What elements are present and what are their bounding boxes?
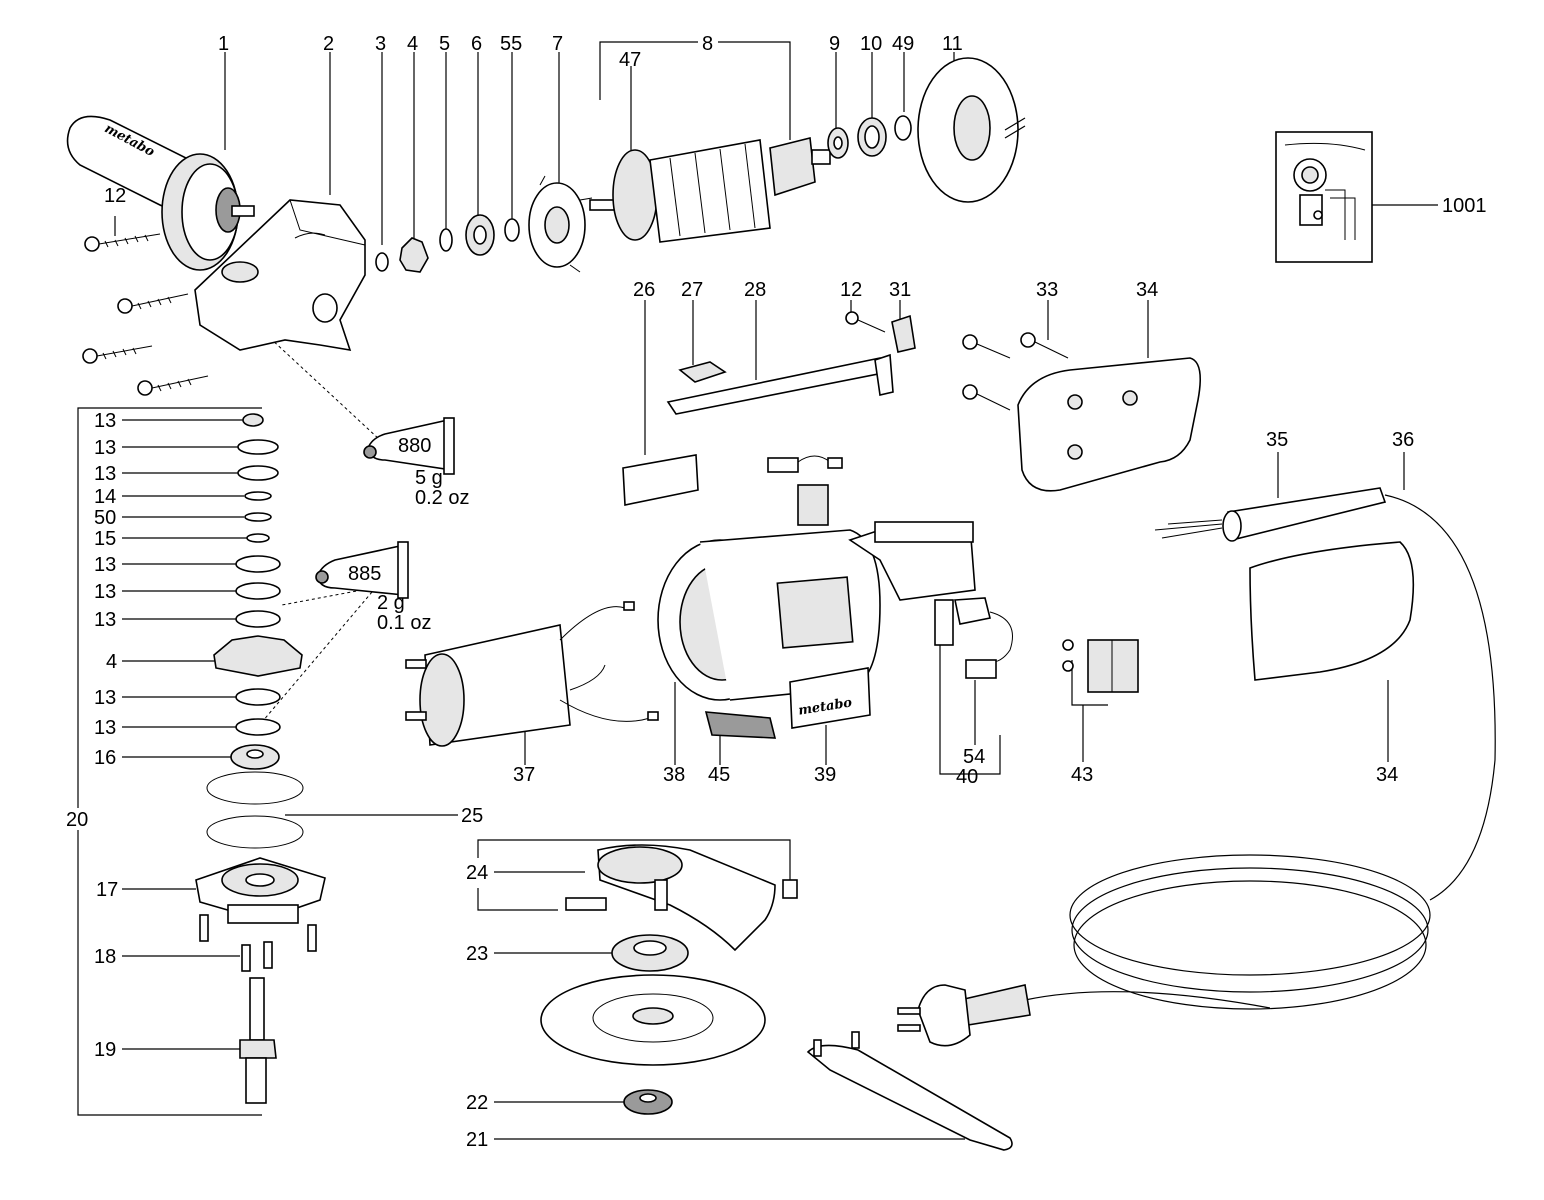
label-part-1001: 1001 [1442, 195, 1487, 217]
label-part-13-5: 13 [94, 581, 116, 603]
label-part-25: 25 [461, 805, 483, 827]
label-part-11: 11 [942, 33, 963, 55]
label-part-13-3: 13 [94, 463, 116, 485]
label-part-13-2: 13 [94, 437, 116, 459]
grease-tube-885: 885 2 g 0.1 oz [315, 541, 431, 634]
screw-and-clip-12-31 [845, 311, 916, 353]
switch-40-and-brush-54 [767, 455, 1013, 679]
label-part-4: 4 [407, 33, 418, 55]
label-part-13-1: 13 [94, 410, 116, 432]
switch-slider-27-28 [666, 353, 894, 415]
label-part-49: 49 [892, 33, 914, 55]
label-part-3: 3 [375, 33, 386, 55]
label-part-17: 17 [96, 879, 118, 901]
power-cable-36 [1024, 494, 1496, 1010]
label-part-4-lower: 4 [106, 651, 117, 673]
mains-plug [897, 984, 1031, 1047]
label-part-2: 2 [323, 33, 334, 55]
label-part-10: 10 [860, 33, 882, 55]
label-part-43: 43 [1071, 764, 1093, 786]
label-part-18: 18 [94, 946, 116, 968]
terminal-block-43 [1062, 639, 1139, 693]
label-part-40: 40 [956, 766, 978, 788]
label-part-7: 7 [552, 33, 563, 55]
gear-housing-part [194, 199, 366, 352]
label-part-36: 36 [1392, 429, 1414, 451]
screws-18 [199, 914, 317, 972]
switch-detail-inset [1275, 131, 1373, 263]
leader-lines [77, 41, 1438, 1140]
label-part-47: 47 [619, 49, 641, 71]
housing-screws [82, 233, 209, 396]
label-part-14: 14 [94, 486, 116, 508]
handle-cover-34-lower [1249, 541, 1415, 681]
part-labels: 1 2 3 4 5 6 55 7 8 9 10 49 11 47 1001 12… [66, 33, 1487, 1151]
label-part-24: 24 [466, 862, 488, 884]
grease-tube-880: 880 5 g 0.2 oz [363, 417, 469, 509]
armature-part [589, 137, 831, 243]
label-part-39: 39 [814, 764, 836, 786]
label-part-27: 27 [681, 279, 703, 301]
armature-bearing-parts [827, 115, 912, 159]
label-part-31: 31 [889, 279, 911, 301]
field-coil-37 [405, 601, 659, 747]
tube-880-weight-g: 5 g [415, 467, 443, 489]
cable-sleeve-35 [1154, 487, 1387, 542]
label-part-13-6: 13 [94, 609, 116, 631]
bearing-flange-17 [195, 857, 326, 924]
label-part-33: 33 [1036, 279, 1058, 301]
label-part-23: 23 [466, 943, 488, 965]
label-part-37: 37 [513, 764, 535, 786]
label-part-1: 1 [218, 33, 229, 55]
spindle-19 [239, 977, 277, 1104]
clamping-nut-22 [623, 1089, 673, 1115]
screws-33 [962, 332, 1069, 411]
label-part-13-8: 13 [94, 717, 116, 739]
motor-housing-38 [657, 521, 976, 701]
label-part-6: 6 [471, 33, 482, 55]
label-part-20: 20 [66, 809, 88, 831]
label-part-34-lower: 34 [1376, 764, 1398, 786]
label-plate-26 [622, 454, 699, 506]
tube-880-code: 880 [398, 435, 431, 457]
tube-885-code: 885 [348, 563, 381, 585]
small-spindle-parts [375, 214, 520, 273]
label-part-13-4: 13 [94, 554, 116, 576]
wheel-guard-24 [565, 844, 798, 952]
label-part-26: 26 [633, 279, 655, 301]
tube-880-weight-oz: 0.2 oz [415, 487, 469, 509]
tube-885-weight-g: 2 g [377, 592, 405, 614]
label-part-54: 54 [963, 746, 985, 768]
handle-cover-34-upper [1017, 357, 1201, 492]
label-part-13-7: 13 [94, 687, 116, 709]
label-part-8: 8 [702, 33, 713, 55]
grinding-disc [540, 974, 766, 1066]
label-part-50: 50 [94, 507, 116, 529]
label-part-12-top: 12 [104, 185, 126, 207]
label-part-55: 55 [500, 33, 522, 55]
label-part-22: 22 [466, 1092, 488, 1114]
label-part-12-mid: 12 [840, 279, 862, 301]
label-part-34-upper: 34 [1136, 279, 1158, 301]
label-part-15: 15 [94, 528, 116, 550]
label-part-35: 35 [1266, 429, 1288, 451]
label-part-16: 16 [94, 747, 116, 769]
tube-885-weight-oz: 0.1 oz [377, 612, 431, 634]
label-45-and-nameplate-39: metabo [704, 667, 871, 739]
rear-cover-part [917, 57, 1026, 203]
label-part-5: 5 [439, 33, 450, 55]
label-part-28: 28 [744, 279, 766, 301]
label-part-19: 19 [94, 1039, 116, 1061]
label-part-21: 21 [466, 1129, 488, 1151]
side-handle-part: metabo [66, 115, 255, 271]
spindle-stack-parts [206, 413, 304, 849]
label-part-45: 45 [708, 764, 730, 786]
bearing-plate-part [528, 175, 593, 273]
support-flange-23 [611, 934, 689, 972]
label-part-38: 38 [663, 764, 685, 786]
pin-wrench-21 [806, 1031, 1013, 1151]
label-part-9: 9 [829, 33, 840, 55]
